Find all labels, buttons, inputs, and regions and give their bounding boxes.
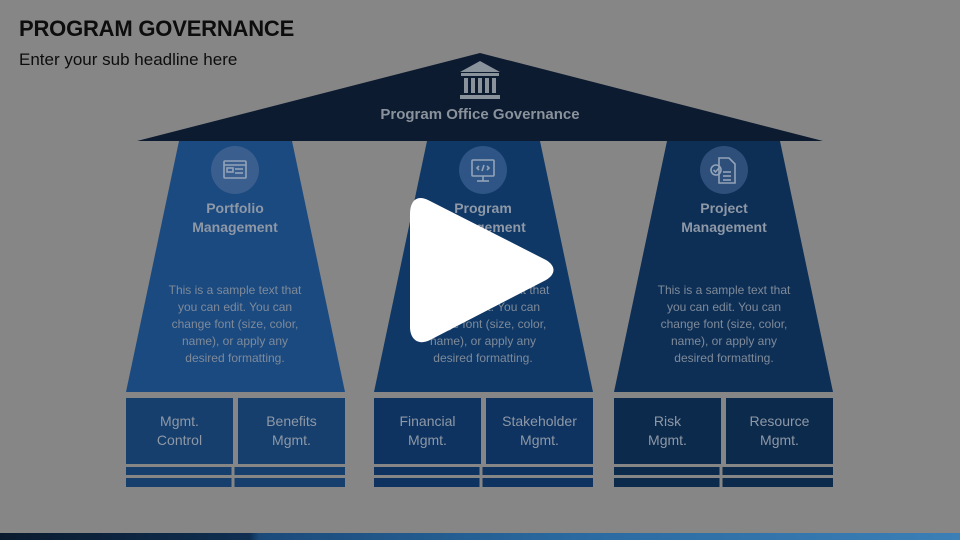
- base-boxes: [126, 398, 833, 464]
- checklist-document-icon: [710, 157, 736, 184]
- box-stakeholder-mgmt: Stakeholder Mgmt.: [502, 413, 577, 448]
- browser-window-icon: [223, 160, 247, 179]
- pillar-text-project: This is a sample text that you can edit.…: [657, 283, 791, 365]
- pillar-title-project: Project Management: [681, 200, 767, 235]
- box-risk-mgmt: Risk Mgmt.: [648, 413, 687, 448]
- bank-building-icon: [460, 61, 500, 99]
- play-button[interactable]: [406, 188, 556, 353]
- play-icon: [410, 197, 554, 343]
- box-benefits-mgmt: Benefits Mgmt.: [266, 413, 317, 448]
- roof-label: Program Office Governance: [380, 106, 580, 123]
- pillar-portfolio: [126, 141, 345, 392]
- box-resource-mgmt: Resource Mgmt.: [749, 413, 810, 448]
- box-mgmt-control: Mgmt. Control: [156, 413, 203, 448]
- portfolio-icon-circle: [211, 146, 259, 194]
- slide-subtitle: Enter your sub headline here: [19, 50, 238, 69]
- slide-title: PROGRAM GOVERNANCE: [19, 16, 295, 41]
- base-stripes: [126, 467, 833, 487]
- project-icon-circle: [700, 146, 748, 194]
- pillar-project: [614, 141, 833, 392]
- box-financial-mgmt: Financial Mgmt.: [399, 413, 456, 448]
- pillar-text-portfolio: This is a sample text that you can edit.…: [168, 283, 302, 365]
- pillar-title-portfolio: Portfolio Management: [192, 200, 278, 235]
- code-monitor-icon: [471, 159, 495, 182]
- footer-accent-bar: [0, 533, 960, 540]
